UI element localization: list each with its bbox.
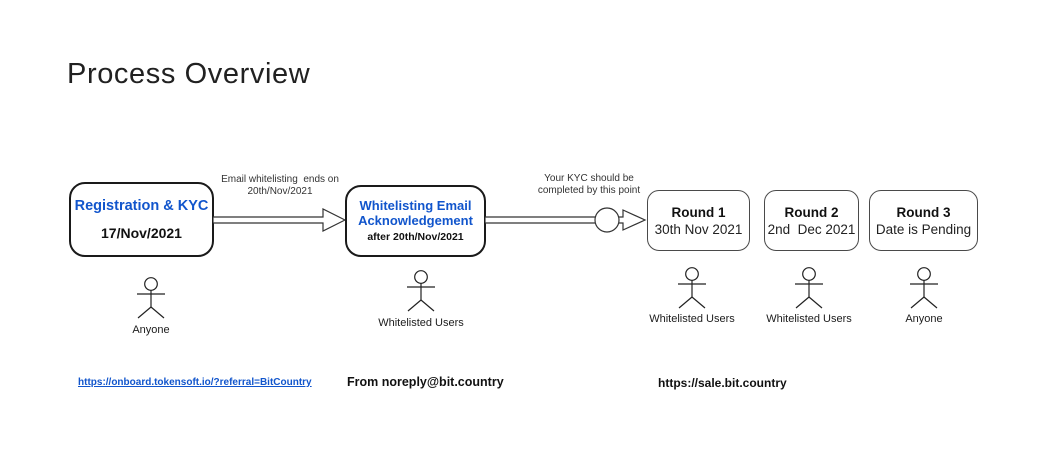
round3-box: Round 3 Date is Pending [869, 190, 978, 251]
page-title: Process Overview [67, 58, 311, 90]
step-whitelisting-email-box: Whitelisting Email Acknowledgement after… [345, 185, 486, 257]
arrow-right-icon [213, 208, 346, 232]
round1-title: Round 1 [671, 204, 726, 220]
actor-icon [910, 267, 938, 309]
arrow2-label: Your KYC should be completed by this poi… [537, 173, 641, 196]
round1-box: Round 1 30th Nov 2021 [647, 190, 750, 251]
round2-box: Round 2 2nd Dec 2021 [764, 190, 859, 251]
actor2-label: Whitelisted Users [378, 317, 464, 329]
actor3-label: Whitelisted Users [649, 313, 735, 325]
step-registration-title: Registration & KYC [74, 198, 209, 214]
arrow-right-with-milestone-icon [485, 207, 647, 233]
milestone-circle-icon [594, 207, 620, 233]
round2-title: Round 2 [784, 204, 839, 220]
actor-icon [407, 270, 435, 312]
actor5-label: Anyone [905, 313, 943, 325]
email-source-note: From noreply@bit.country [347, 375, 504, 389]
round3-date: Date is Pending [875, 221, 972, 237]
step-whitelisting-title: Whitelisting Email Acknowledgement [358, 197, 473, 228]
round3-title: Round 3 [896, 204, 951, 220]
actor-icon [795, 267, 823, 309]
step-whitelisting-date: after 20th/Nov/2021 [367, 231, 464, 244]
step-registration-kyc-box: Registration & KYC 17/Nov/2021 [69, 182, 214, 257]
round1-date: 30th Nov 2021 [654, 221, 743, 237]
arrow1-label: Email whitelisting ends on 20th/Nov/2021 [221, 174, 339, 197]
actor-icon [137, 277, 165, 319]
onboarding-url-link[interactable]: https://onboard.tokensoft.io/?referral=B… [78, 377, 312, 388]
step-registration-date: 17/Nov/2021 [101, 225, 182, 241]
actor4-label: Whitelisted Users [766, 313, 852, 325]
actor-icon [678, 267, 706, 309]
round2-date: 2nd Dec 2021 [767, 221, 856, 237]
actor1-label: Anyone [132, 324, 170, 336]
sale-url-text: https://sale.bit.country [658, 376, 787, 390]
